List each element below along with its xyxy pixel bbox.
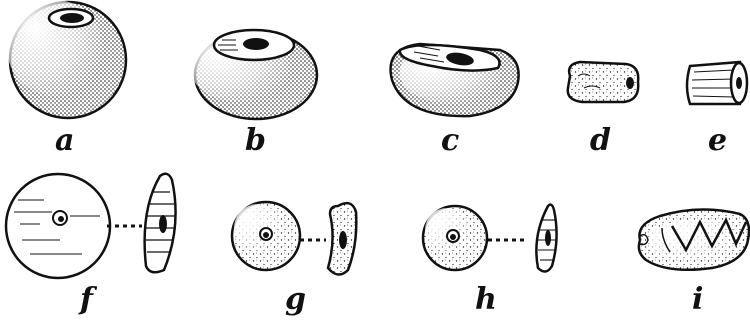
bead-f-drawing [4, 172, 177, 280]
bead-c-drawing [389, 42, 520, 118]
label-e: e [708, 123, 728, 158]
bead-a-drawing [7, 0, 128, 120]
label-c: c [441, 123, 460, 158]
bead-d-drawing [566, 60, 640, 104]
bead-g-drawing [230, 200, 358, 276]
bead-h-drawing [421, 203, 558, 273]
label-d: d [590, 123, 611, 158]
label-f: f [80, 282, 93, 317]
bead-b-drawing [190, 28, 319, 121]
bead-i-drawing [637, 208, 750, 272]
label-h: h [475, 282, 497, 317]
bead-e-drawing [685, 60, 749, 106]
label-b: b [245, 123, 266, 158]
label-a: a [55, 123, 75, 158]
label-i: i [692, 282, 704, 317]
label-g: g [285, 282, 306, 317]
